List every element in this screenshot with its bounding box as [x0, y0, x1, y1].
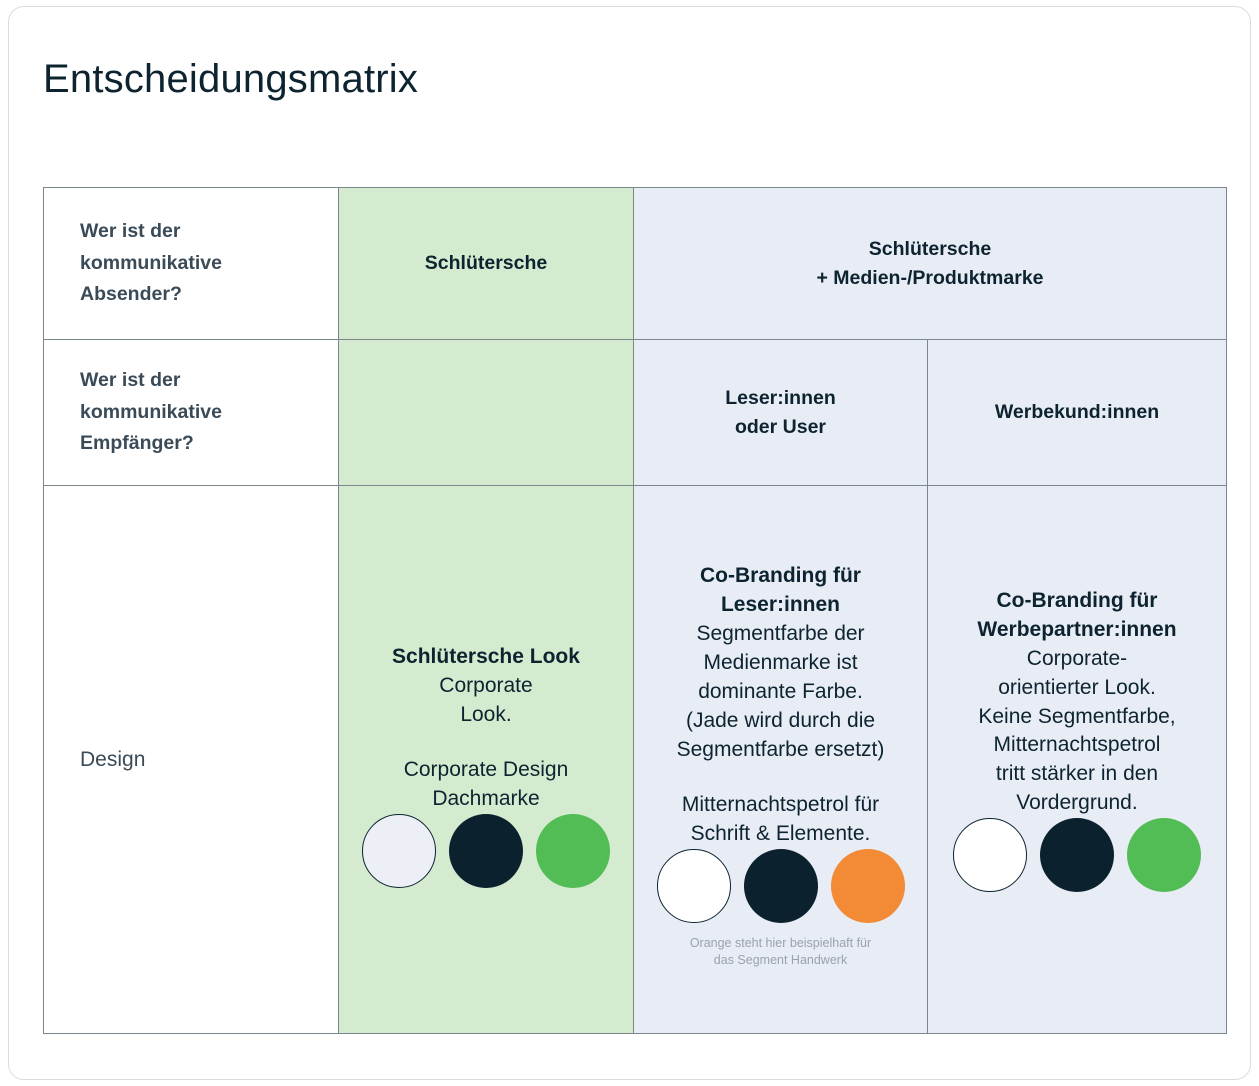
cell-sender-green: Schlütersche: [338, 187, 634, 340]
matrix-card: Entscheidungsmatrix Wer ist der kommunik…: [8, 6, 1251, 1080]
cell-design-mid: Co-Branding für Leser:innen Segmentfarbe…: [633, 485, 928, 1034]
sender-blue-header: Schlütersche + Medien-/Produktmarke: [816, 237, 1044, 289]
cell-receiver-right: Werbekund:innen: [927, 339, 1227, 486]
page-title: Entscheidungsmatrix: [43, 57, 419, 101]
design-mid-title: Co-Branding für Leser:innen: [700, 564, 861, 617]
swatch-orange-handwerk-icon: [830, 848, 905, 923]
cell-design-label: Design: [43, 485, 339, 1034]
receiver-mid-value: Leser:innen oder User: [725, 386, 836, 438]
table-row-sender: Wer ist der kommunikative Absender? Schl…: [43, 187, 1227, 340]
cell-receiver-question: Wer ist der kommunikative Empfänger?: [43, 339, 339, 486]
design-mid-text-2: Mitternachtspetrol für Schrift & Element…: [681, 793, 880, 846]
design-green-content: Schlütersche Look Corporate Look. Corpor…: [339, 617, 633, 902]
cell-sender-blue: Schlütersche + Medien-/Produktmarke: [633, 187, 1227, 340]
table-row-design: Design Schlütersche Look Corporate Look.…: [43, 485, 1227, 1034]
cell-design-green: Schlütersche Look Corporate Look. Corpor…: [338, 485, 634, 1034]
swatch-white-icon: [953, 818, 1027, 893]
receiver-right-value: Werbekund:innen: [994, 401, 1160, 424]
sender-green-header: Schlütersche: [424, 252, 548, 275]
receiver-green-value: [339, 395, 633, 431]
design-green-text-2: Corporate Design Dachmarke: [403, 757, 569, 810]
design-right-text-1: Corporate- orientierter Look. Keine Segm…: [978, 646, 1176, 815]
design-mid-swatches: [650, 848, 911, 923]
swatch-jade-green-icon: [536, 813, 610, 888]
receiver-question-label: Wer ist der kommunikative Empfänger?: [80, 369, 222, 455]
design-row-label: Design: [80, 747, 146, 771]
design-green-title: Schlütersche Look: [392, 645, 580, 669]
design-green-swatches: [355, 813, 617, 888]
cell-receiver-green: [338, 339, 634, 486]
swatch-off-white-icon: [362, 813, 436, 888]
sender-question-label: Wer ist der kommunikative Absender?: [80, 220, 222, 306]
swatch-midnight-petrol-icon: [449, 813, 523, 888]
design-green-text-1: Corporate Look.: [439, 674, 533, 727]
decision-matrix-table: Wer ist der kommunikative Absender? Schl…: [43, 187, 1227, 1034]
swatch-white-icon: [656, 848, 731, 923]
cell-design-right: Co-Branding für Werbepartner:innen Corpo…: [927, 485, 1227, 1034]
cell-sender-question: Wer ist der kommunikative Absender?: [43, 187, 339, 340]
design-right-swatches: [944, 818, 1210, 893]
cell-receiver-mid: Leser:innen oder User: [633, 339, 928, 486]
design-mid-text-1: Segmentfarbe der Medienmarke ist dominan…: [676, 622, 885, 762]
design-right-title: Co-Branding für Werbepartner:innen: [977, 588, 1177, 641]
swatch-midnight-petrol-icon: [1040, 818, 1114, 893]
table-row-receiver: Wer ist der kommunikative Empfänger? Les…: [43, 339, 1227, 486]
swatch-midnight-petrol-icon: [743, 848, 818, 923]
design-mid-content: Co-Branding für Leser:innen Segmentfarbe…: [634, 536, 927, 982]
swatch-jade-green-icon: [1127, 818, 1201, 893]
design-mid-footnote: Orange steht hier beispielhaft für das S…: [689, 935, 872, 967]
design-right-content: Co-Branding für Werbepartner:innen Corpo…: [928, 561, 1226, 959]
